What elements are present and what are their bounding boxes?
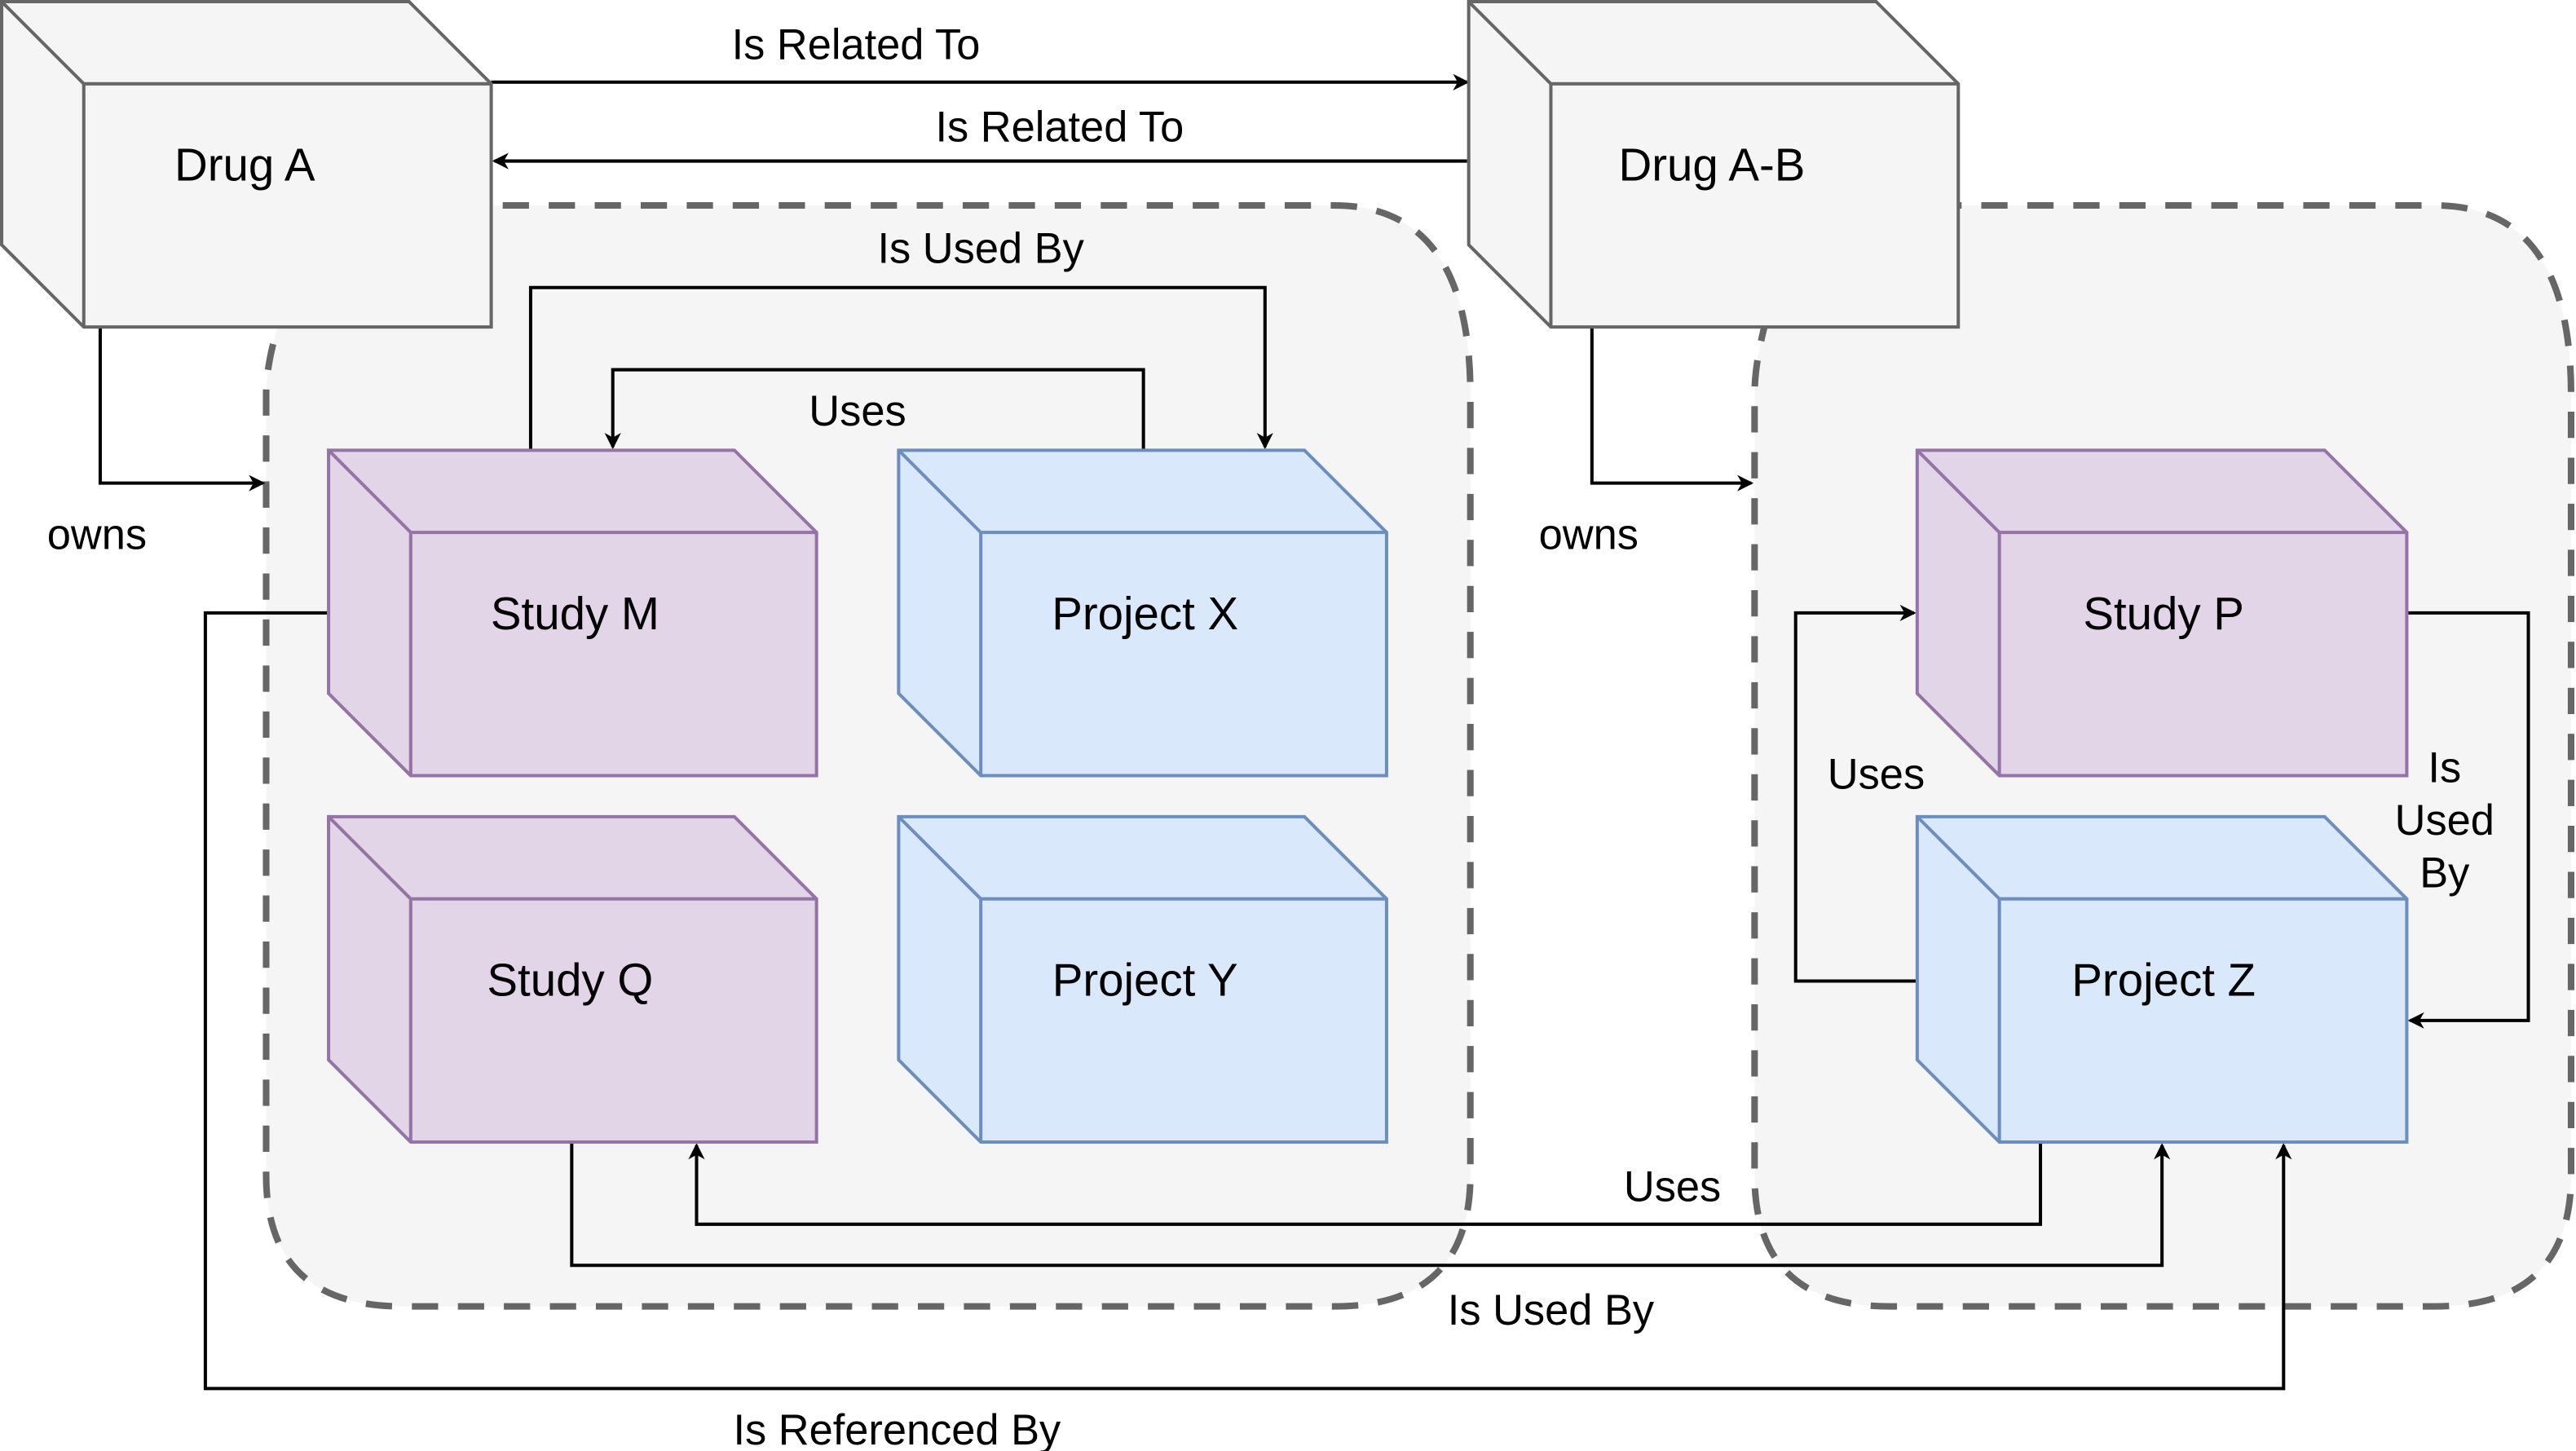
node-label: Drug A-B [1619,139,1806,191]
node-project-z[interactable]: Project Z [1915,814,2409,1144]
edge-label: Is Related To [732,22,981,69]
edge-project-x-uses-study-m: Uses [604,368,1145,451]
edge-project-z-uses-study-p: Uses [1793,604,1925,983]
edge-label: By [2419,850,2470,898]
node-drug-a[interactable]: Drug A [0,0,493,329]
cube-edges [1916,448,2407,776]
node-project-x[interactable]: Project X [897,448,1388,778]
node-label: Project Y [1052,955,1238,1006]
node-drug-a-b[interactable]: Drug A-B [1467,0,1961,329]
cube-edges [327,815,817,1143]
edge-project-z-uses-study-q: Uses [688,1142,2043,1226]
edge-drug-ab-owns: owns [1539,327,1754,558]
cube-edges [1916,815,2407,1143]
cube-edges [327,448,817,776]
edge-label: owns [1539,511,1639,558]
node-label: Drug A [174,139,315,191]
edge-study-q-used-by-project-z: Is Used By [570,1142,2171,1334]
cube-edges [1467,0,1959,328]
edge-study-m-referenced-by-project-z: Is Referenced By [203,611,2292,1451]
edge-label: owns [47,511,147,558]
node-label: Study Q [487,955,653,1006]
edge-label: Is Used By [1448,1287,1655,1334]
node-label: Project Z [2071,955,2256,1006]
edge-label: Is Used By [877,226,1084,273]
edge-label: Is [2428,745,2461,792]
edge-study-m-used-by-project-x: Is Used By [528,226,1273,451]
edge-label: Is Related To [935,104,1184,151]
edge-label: Is Referenced By [733,1407,1061,1451]
node-label: Study M [491,588,659,639]
node-label: Study P [2083,588,2244,639]
edge-label: Used [2395,797,2494,845]
node-study-m[interactable]: Study M [327,448,818,778]
edge-study-p-used-by-project-z: Is Used By [2395,611,2530,1029]
edge-label: Uses [1828,752,1925,799]
node-study-q[interactable]: Study Q [327,814,818,1144]
node-label: Project X [1052,588,1238,639]
cube-edges [897,448,1387,776]
cube-edges [897,815,1387,1143]
edge-label: Uses [809,388,906,435]
node-study-p[interactable]: Study P [1915,448,2409,778]
node-project-y[interactable]: Project Y [897,814,1388,1144]
edge-label: Uses [1624,1164,1721,1211]
edge-drug-ab-to-drug-a: Is Related To [492,104,1467,170]
edge-drug-a-owns: owns [47,327,266,558]
cube-edges [0,0,492,328]
edge-drug-a-to-drug-ab: Is Related To [491,22,1470,90]
